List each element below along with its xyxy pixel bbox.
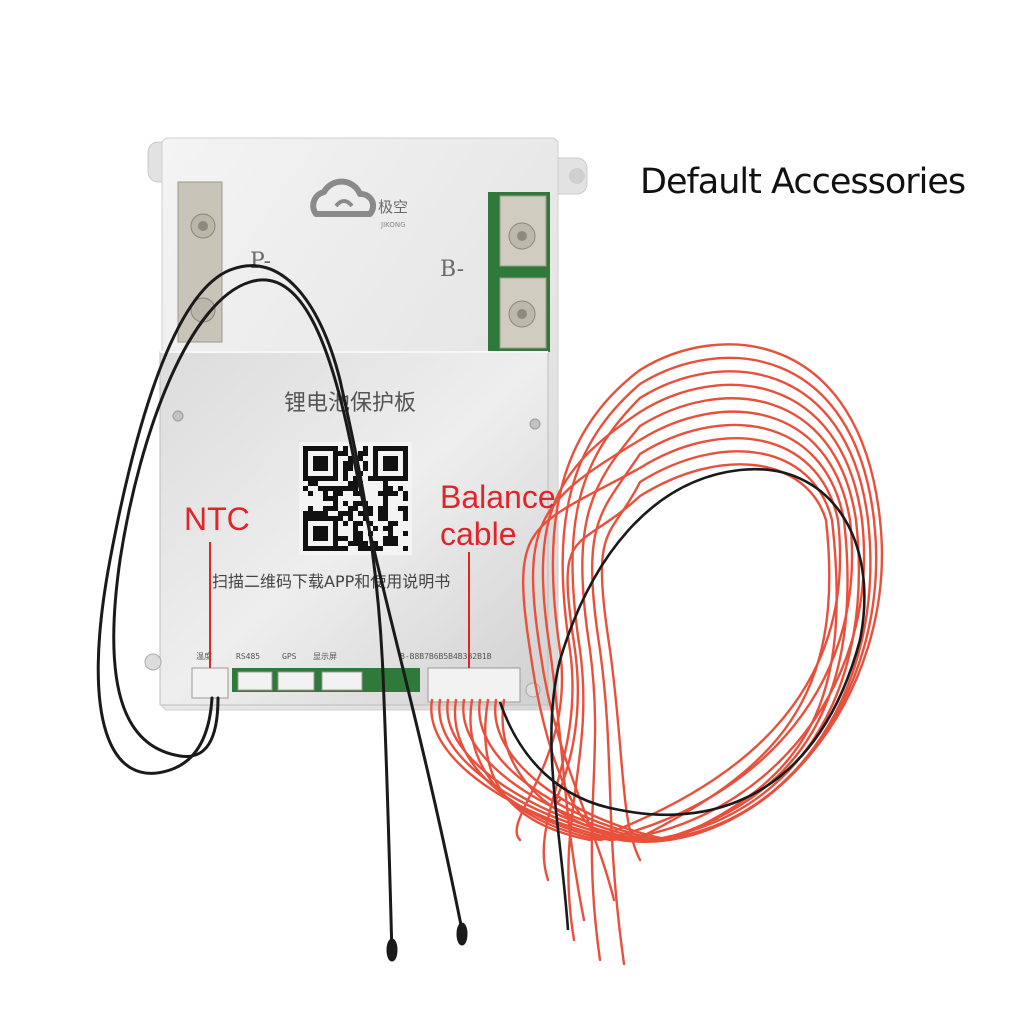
port-label-gps: GPS bbox=[282, 652, 297, 661]
ntc-connector bbox=[191, 667, 229, 699]
balance-wire bbox=[483, 437, 842, 842]
port-label-temp: 温度 bbox=[196, 651, 212, 661]
port-label-rs485: RS485 bbox=[236, 652, 260, 661]
port-label-balance: B-B8B7B6B5B4B3B2B1B bbox=[400, 652, 492, 661]
board-heading: 锂电池保护板 bbox=[284, 391, 416, 416]
corner-screw bbox=[144, 653, 162, 671]
balance-wires bbox=[430, 343, 883, 966]
cover-screw bbox=[529, 418, 541, 430]
page-title: Default Accessories bbox=[640, 162, 966, 202]
logo-chinese: 极空 bbox=[378, 198, 408, 216]
balance-callout-line1: Balance bbox=[440, 479, 556, 515]
ntc-callout: NTC bbox=[184, 501, 250, 537]
balance-wire bbox=[478, 423, 849, 966]
b-terminal-label: B- bbox=[440, 257, 464, 282]
logo-english: JIKONG bbox=[380, 221, 406, 229]
scan-instruction: 扫描二维码下载APP和使用说明书 bbox=[212, 572, 450, 591]
balance-black-wire bbox=[498, 467, 866, 931]
balance-wire bbox=[453, 383, 866, 922]
balance-wire bbox=[493, 450, 838, 862]
cloud-logo-icon bbox=[310, 178, 377, 217]
p-terminal-label: P- bbox=[250, 249, 271, 274]
cover-screw bbox=[172, 410, 184, 422]
balance-connector bbox=[427, 667, 521, 703]
gps-connector bbox=[277, 671, 315, 691]
rs485-connector bbox=[237, 671, 273, 691]
balance-wire bbox=[469, 410, 854, 902]
balance-callout-line2: cable bbox=[440, 516, 517, 552]
b-terminal bbox=[488, 192, 550, 352]
display-connector bbox=[321, 671, 363, 691]
ntc-wires bbox=[96, 264, 468, 962]
port-label-row: 温度 RS485 GPS 显示屏 B-B8B7B6B5B4B3B2B1B bbox=[196, 651, 492, 661]
port-label-display: 显示屏 bbox=[313, 652, 337, 661]
